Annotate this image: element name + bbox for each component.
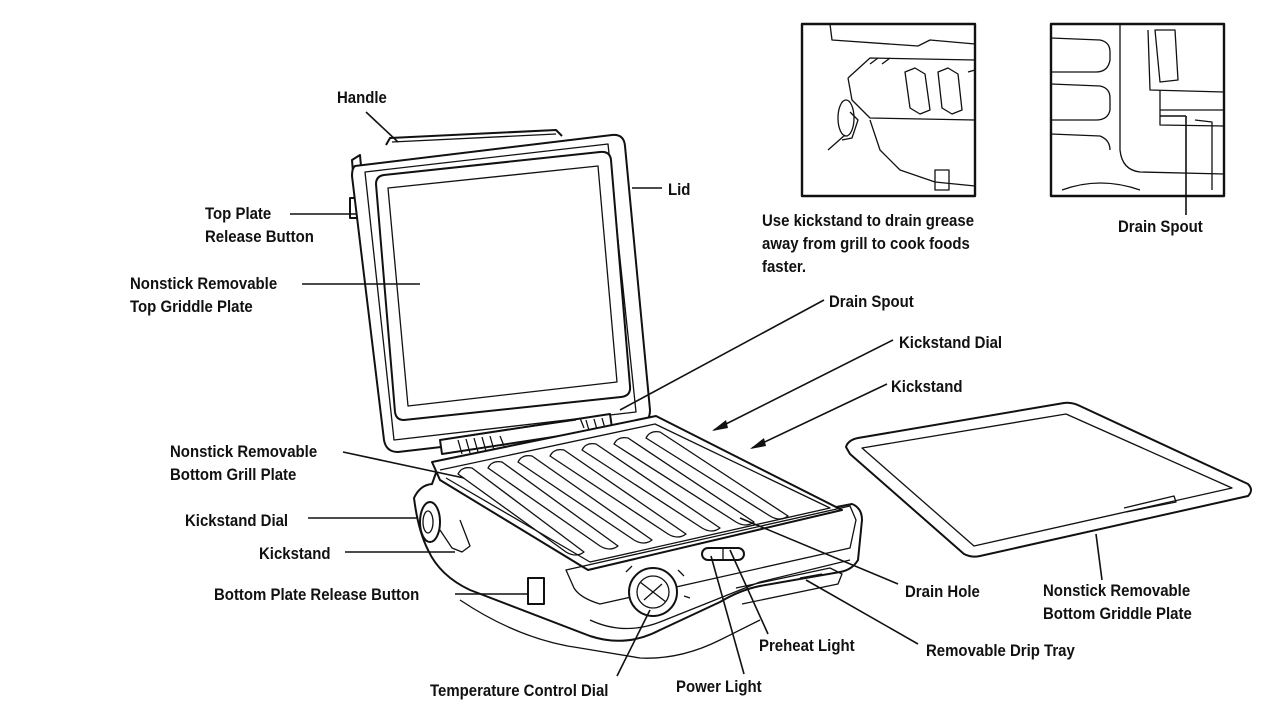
label-line: Top Plate <box>205 204 272 223</box>
label-temperature-control-dial: Temperature Control Dial <box>430 681 609 700</box>
label-bottom-plate-release-button: Bottom Plate Release Button <box>214 585 420 604</box>
label-inset-caption: Use kickstand to drain grease away from … <box>762 209 974 278</box>
caption-line: away from grill to cook foods <box>762 234 970 253</box>
label-kickstand-right: Kickstand <box>891 377 963 396</box>
label-kickstand-left: Kickstand <box>259 544 331 563</box>
label-drain-spout-inset: Drain Spout <box>1118 217 1203 236</box>
label-line: Bottom Grill Plate <box>170 465 297 484</box>
label-bottom-grill-plate: Nonstick Removable Bottom Grill Plate <box>170 440 317 486</box>
label-line: Bottom Griddle Plate <box>1043 604 1192 623</box>
label-line: Release Button <box>205 227 314 246</box>
grill-illustration <box>349 129 863 659</box>
label-power-light: Power Light <box>676 677 762 696</box>
caption-line: faster. <box>762 257 807 276</box>
label-handle: Handle <box>337 88 387 107</box>
label-kickstand-dial-left: Kickstand Dial <box>185 511 289 530</box>
bottom-griddle-plate-illustration <box>845 401 1252 558</box>
label-line: Nonstick Removable <box>1043 581 1191 600</box>
label-line: Top Griddle Plate <box>130 297 253 316</box>
leader-lines <box>290 111 1187 677</box>
drain-spout-detail-inset <box>1049 22 1226 198</box>
label-bottom-griddle-plate: Nonstick Removable Bottom Griddle Plate <box>1043 579 1192 625</box>
label-kickstand-dial-right: Kickstand Dial <box>899 333 1003 352</box>
caption-line: Use kickstand to drain grease <box>762 211 975 230</box>
label-preheat-light: Preheat Light <box>759 636 855 655</box>
label-removable-drip-tray: Removable Drip Tray <box>926 641 1075 660</box>
label-line: Nonstick Removable <box>170 442 318 461</box>
label-top-plate-release-button: Top Plate Release Button <box>205 202 314 248</box>
label-drain-spout: Drain Spout <box>829 292 914 311</box>
label-lid: Lid <box>668 180 691 199</box>
kickstand-detail-inset <box>800 22 977 198</box>
label-line: Nonstick Removable <box>130 274 278 293</box>
label-top-griddle-plate: Nonstick Removable Top Griddle Plate <box>130 272 277 318</box>
label-drain-hole: Drain Hole <box>905 582 980 601</box>
